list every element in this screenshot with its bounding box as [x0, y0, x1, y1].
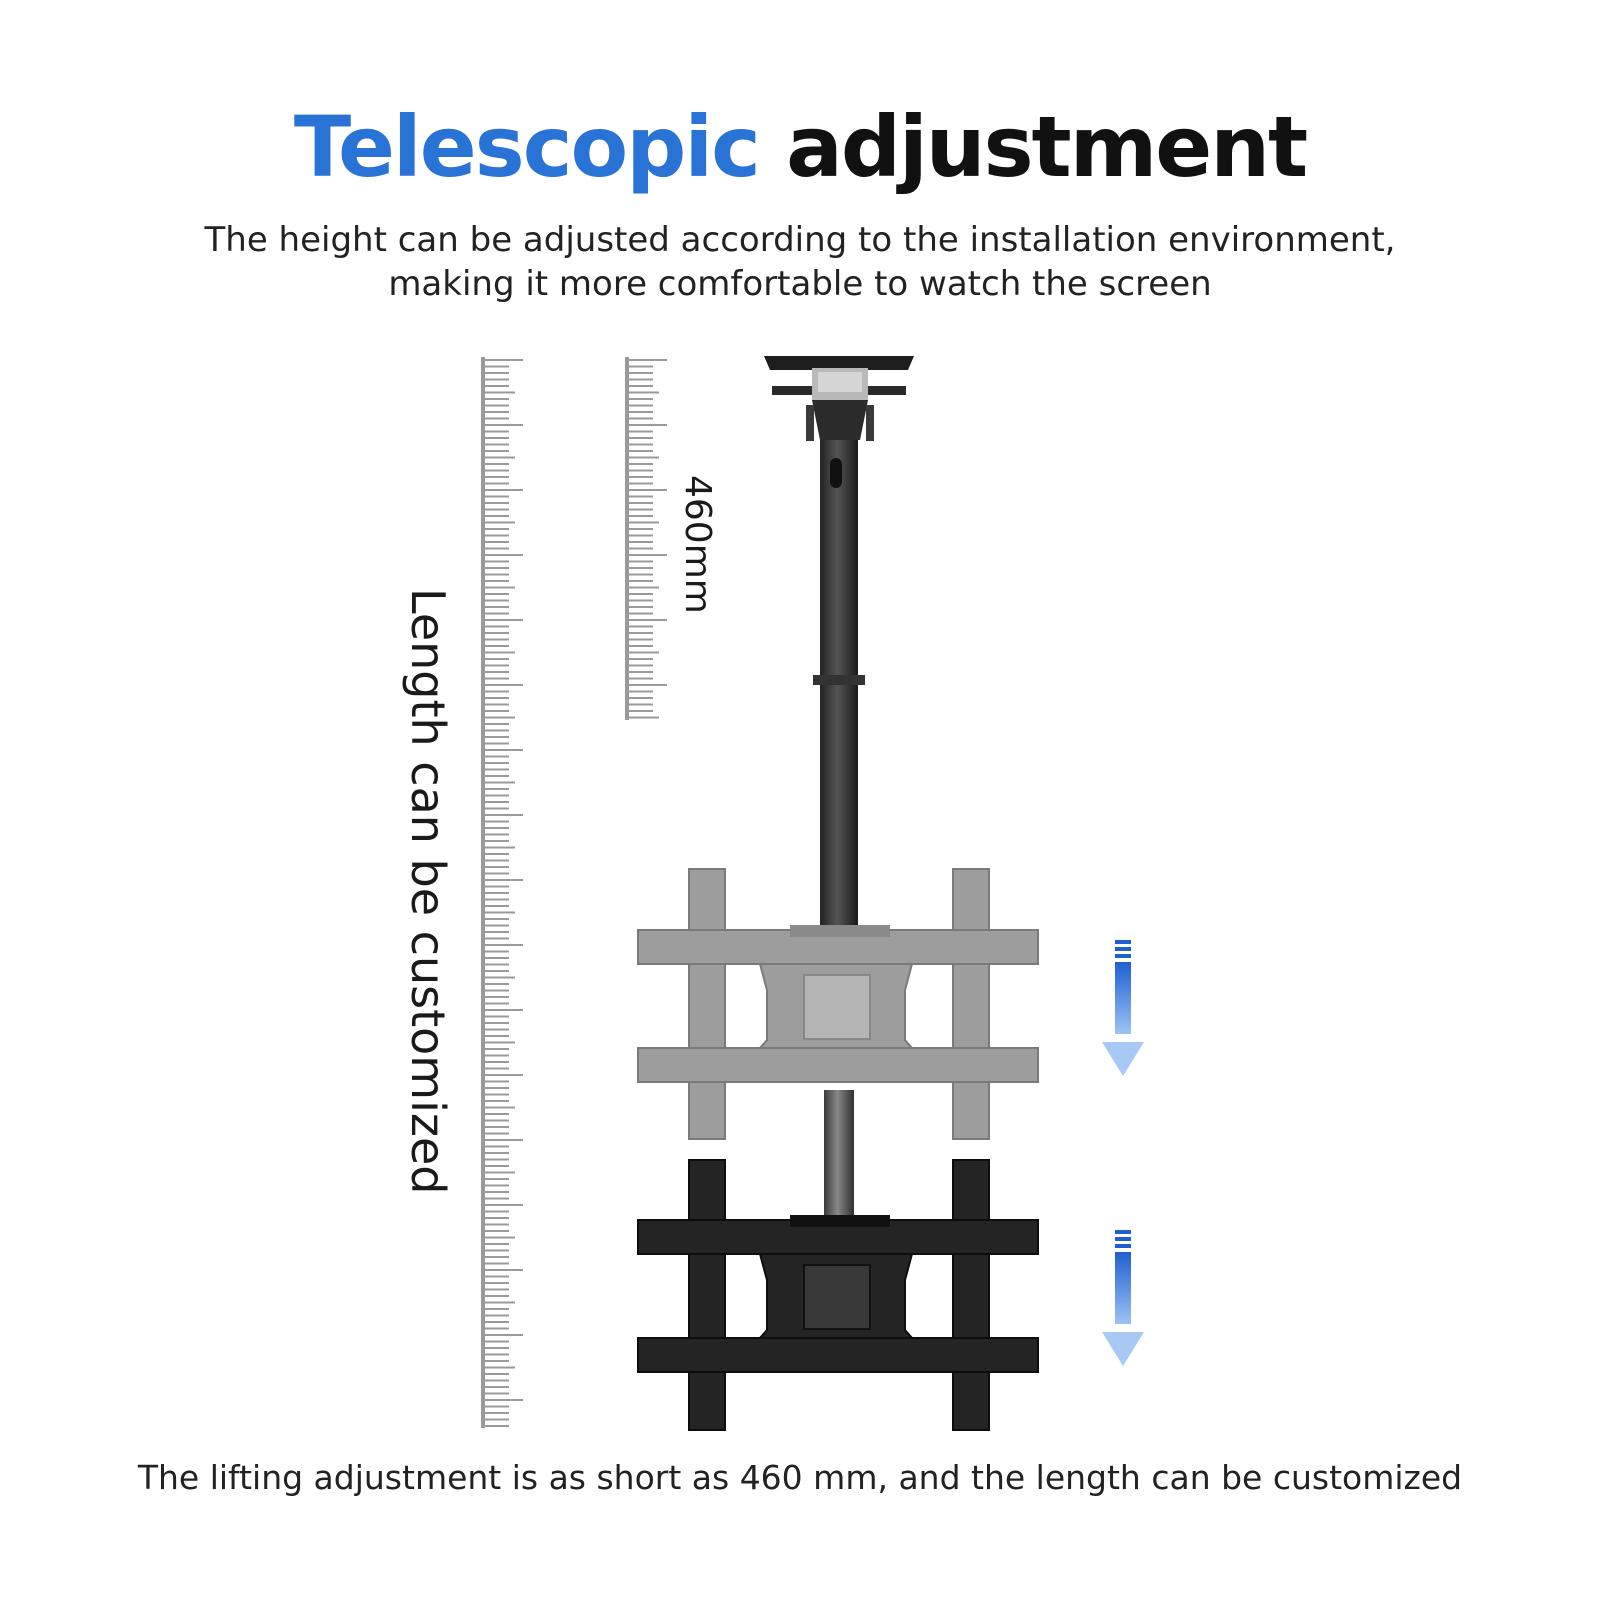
down-arrow-icon: [1102, 940, 1144, 1076]
tv-bracket-raised: [637, 868, 1039, 1140]
tv-bracket-lowered: [637, 1159, 1039, 1431]
down-arrow-icon: [1102, 1230, 1144, 1366]
subtitle-line-1: The height can be adjusted according to …: [204, 220, 1396, 260]
title-rest: adjustment: [786, 98, 1308, 196]
length-ruler: [481, 357, 523, 1428]
subtitle-line-2: making it more comfortable to watch the …: [388, 264, 1212, 304]
title-accent: Telescopic: [293, 98, 761, 196]
inner-pole: [824, 1090, 854, 1230]
short-ruler: [625, 357, 667, 720]
page-title: Telescopic adjustment: [0, 105, 1600, 189]
outer-pole: [813, 440, 865, 945]
short-ruler-label: 460mm: [677, 475, 718, 614]
length-ruler-label: Length can be customized: [401, 588, 455, 1195]
subtitle: The height can be adjusted according to …: [0, 218, 1600, 306]
ceiling-plate: [764, 356, 914, 441]
bottom-caption: The lifting adjustment is as short as 46…: [137, 1458, 1463, 1497]
